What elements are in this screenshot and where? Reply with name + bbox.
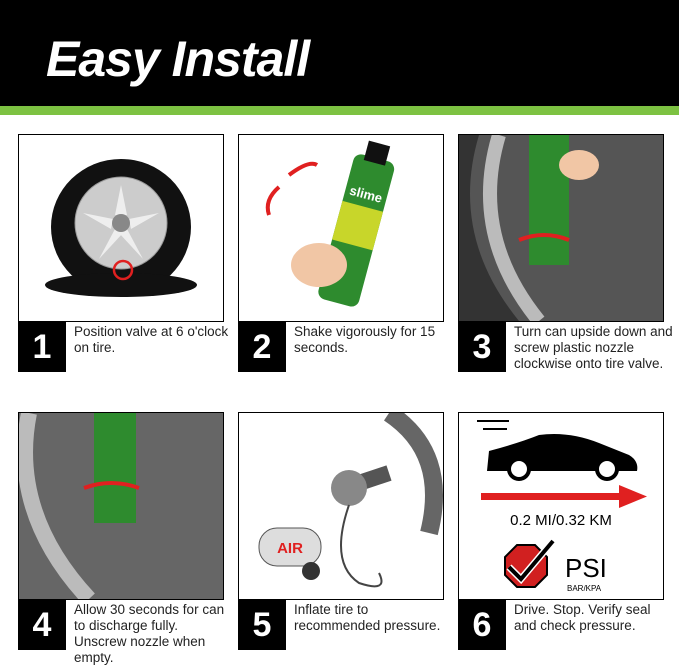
compressor-label: AIR (277, 540, 303, 557)
car-icon (477, 420, 638, 481)
psi-label: PSI (565, 553, 607, 583)
header-banner: Easy Install (0, 0, 679, 107)
distance-label: 0.2 MI/0.32 KM (510, 512, 612, 529)
step-number: 2 (238, 322, 286, 372)
units-label: BAR/KPA (567, 584, 602, 593)
inflate-tire-illustration: AIR (238, 412, 444, 600)
accent-bar (0, 106, 679, 115)
step-number: 5 (238, 600, 286, 650)
step-text: Inflate tire to recommended pressure. (294, 602, 441, 633)
arrow-right-icon (481, 485, 647, 508)
stop-check-icon (504, 538, 556, 588)
flat-tire-illustration (18, 134, 224, 322)
step-number: 6 (458, 600, 506, 650)
step-number: 1 (18, 322, 66, 372)
step-text: Allow 30 seconds for can to discharge fu… (74, 602, 225, 665)
attach-nozzle-illustration (458, 134, 664, 322)
page-title: Easy Install (46, 31, 310, 87)
step-text: Drive. Stop. Verify seal and check press… (514, 602, 651, 633)
step-number: 4 (18, 600, 66, 650)
step-text: Position valve at 6 o'clock on tire. (74, 324, 229, 355)
shake-can-illustration: slime (238, 134, 444, 322)
drive-check-illustration: 0.2 MI/0.32 KM PSI BAR/KPA (458, 412, 664, 600)
step-text: Turn can upside down and screw plastic n… (514, 324, 673, 371)
step-number: 3 (458, 322, 506, 372)
discharge-can-illustration (18, 412, 224, 600)
step-text: Shake vigorously for 15 seconds. (294, 324, 436, 355)
